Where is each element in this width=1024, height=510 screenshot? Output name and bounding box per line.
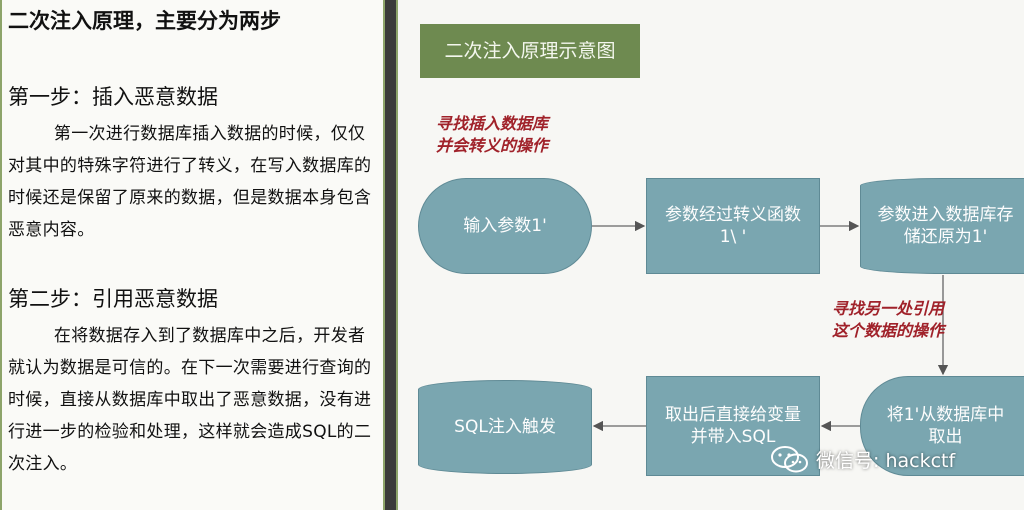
node-store-line1: 参数进入数据库存: [877, 205, 1014, 225]
node-input-label: 输入参数1': [463, 216, 547, 236]
node-assign-variable: 取出后直接给变量 并带入SQL: [646, 376, 820, 476]
node-input-param: 输入参数1': [418, 178, 592, 274]
step2-title: 第二步：引用恶意数据: [8, 287, 218, 311]
annotation-reference: 寻找另一处引用 这个数据的操作: [832, 298, 944, 342]
flow-arrows: [592, 220, 949, 432]
node-fetch-from-db: 将1'从数据库中 取出: [860, 376, 1024, 476]
node-fetch-line2: 取出: [928, 427, 963, 447]
annotation-insert-line1: 寻找插入数据库: [436, 114, 549, 133]
wechat-icon: [771, 446, 808, 473]
node-store-database: 参数进入数据库存 储还原为1': [860, 178, 1024, 274]
node-trigger-label: SQL注入触发: [454, 417, 556, 437]
step1-text: 第一次进行数据库插入数据的时候，仅仅对其中的特殊字符进行了转义，在写入数据库的时…: [8, 124, 372, 240]
node-assign-line2: 并带入SQL: [690, 427, 776, 447]
node-escape-line1: 参数经过转义函数: [665, 205, 801, 225]
diagram-title: 二次注入原理示意图: [420, 24, 640, 78]
node-escape-function: 参数经过转义函数 1\ ': [646, 178, 820, 274]
node-fetch-line1: 将1'从数据库中: [886, 405, 1005, 425]
watermark: 微信号: hackctf: [770, 444, 955, 474]
node-store-line2: 储还原为1': [903, 227, 988, 247]
watermark-text: 微信号: hackctf: [816, 449, 956, 472]
annotation-reference-line1: 寻找另一处引用: [832, 299, 945, 318]
diagram-panel: 二次注入原理示意图 寻找插入数据库 并会转义的操作 输入参数1' 参数经过转义函…: [396, 0, 1024, 510]
annotation-reference-line2: 这个数据的操作: [832, 321, 945, 340]
explanation-panel: 二次注入原理，主要分为两步 第一步：插入恶意数据 第一次进行数据库插入数据的时候…: [0, 0, 385, 510]
annotation-insert-line2: 并会转义的操作: [436, 136, 549, 155]
node-sql-trigger: SQL注入触发: [418, 380, 592, 474]
step2-text: 在将数据存入到了数据库中之后，开发者就认为数据是可信的。在下一次需要进行查询的时…: [8, 326, 372, 474]
node-escape-line2: 1\ ': [719, 227, 747, 247]
panel-heading: 二次注入原理，主要分为两步: [8, 9, 281, 33]
annotation-insert: 寻找插入数据库 并会转义的操作: [436, 113, 548, 157]
node-assign-line1: 取出后直接给变量: [665, 405, 801, 425]
step1-title: 第一步：插入恶意数据: [8, 85, 218, 109]
